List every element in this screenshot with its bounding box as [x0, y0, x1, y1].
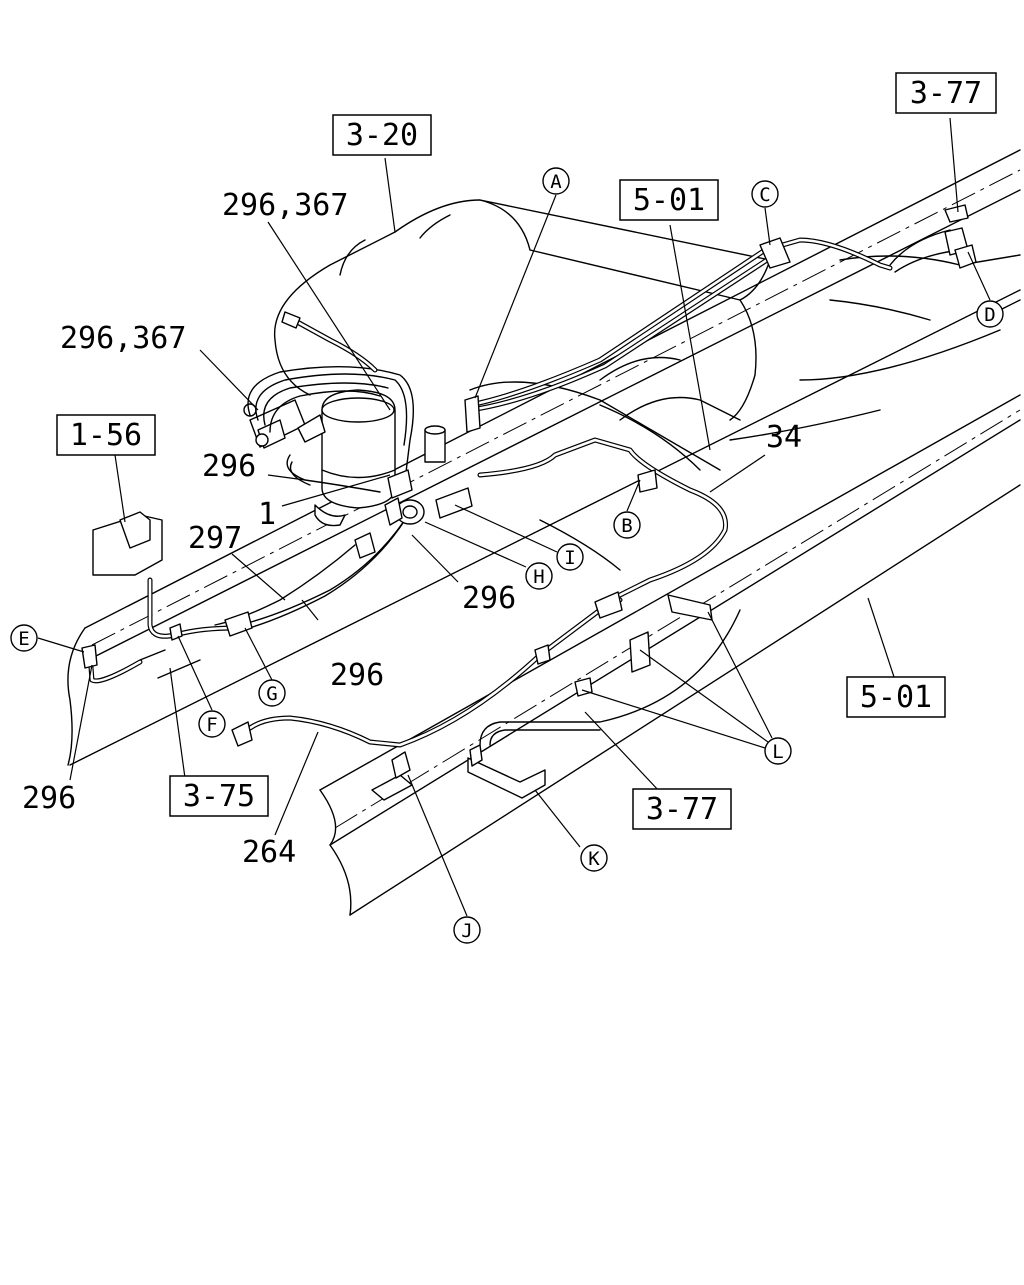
- section-ref-5-01-top: 5-01: [633, 183, 705, 218]
- air-tanks: [273, 199, 771, 421]
- part-number-296-b: 296: [462, 581, 516, 616]
- callouts: A B C D E F G H I J K L: [10, 167, 1004, 944]
- leader-lines: [37, 117, 991, 917]
- callout-c: C: [759, 184, 770, 206]
- section-refs: 3-77 3-20 5-01 1-56 3-75 3-77 5-01: [56, 72, 997, 830]
- section-ref-3-77-bottom: 3-77: [646, 792, 718, 827]
- part-numbers: 296,367 296,367 296 1 297 296 296 296 34…: [22, 188, 802, 870]
- callout-l: L: [772, 741, 783, 763]
- callout-h: H: [533, 566, 544, 588]
- section-ref-3-75: 3-75: [183, 779, 255, 814]
- callout-g: G: [266, 683, 277, 705]
- air-dryer-unit: [314, 389, 446, 527]
- callout-k: K: [588, 848, 600, 870]
- section-ref-3-20: 3-20: [346, 118, 418, 153]
- part-number-34: 34: [766, 420, 802, 455]
- part-number-297: 297: [188, 521, 242, 556]
- callout-i: I: [564, 547, 575, 569]
- part-number-296-367-lower: 296,367: [60, 321, 186, 356]
- section-ref-5-01-bottom: 5-01: [860, 680, 932, 715]
- part-number-296-a: 296: [202, 449, 256, 484]
- part-number-296-c: 296: [330, 658, 384, 693]
- part-number-1: 1: [258, 497, 276, 532]
- callout-a: A: [550, 171, 562, 193]
- part-number-296-d: 296: [22, 781, 76, 816]
- section-ref-1-56: 1-56: [70, 418, 142, 453]
- callout-b: B: [621, 515, 632, 537]
- section-ref-3-77-top: 3-77: [910, 76, 982, 111]
- valve-block: [243, 399, 326, 449]
- part-number-264: 264: [242, 835, 296, 870]
- callout-e: E: [18, 628, 29, 650]
- callout-d: D: [984, 304, 995, 326]
- part-number-296-367-upper: 296,367: [222, 188, 348, 223]
- callout-f: F: [206, 714, 217, 736]
- callout-j: J: [461, 920, 472, 942]
- chassis-frame: [67, 149, 1021, 916]
- brackets-clips: [81, 237, 791, 801]
